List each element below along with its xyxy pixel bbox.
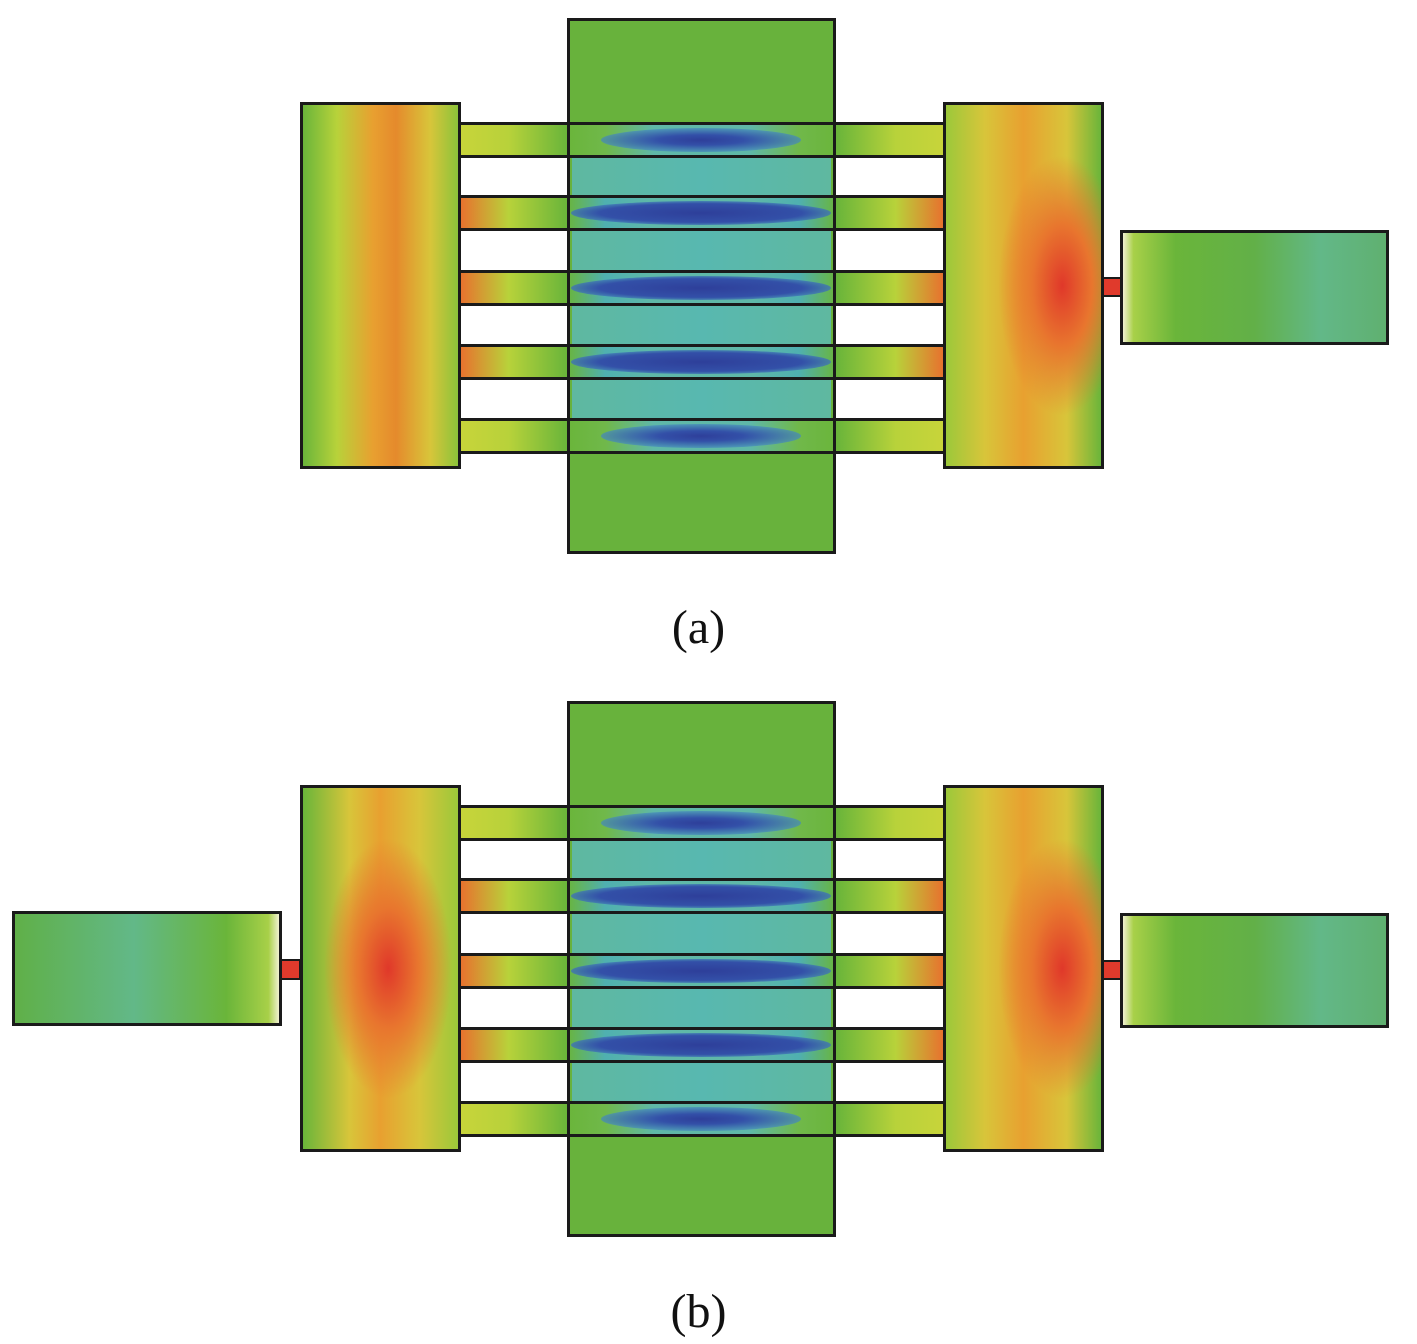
low-field-region — [601, 424, 801, 448]
right-resonator — [943, 785, 1104, 1152]
caption-a: (a) — [671, 601, 726, 654]
gap-field — [572, 380, 831, 418]
low-field-region — [571, 884, 831, 908]
panel-a — [300, 18, 1389, 554]
right-port — [1102, 960, 1122, 980]
low-field-region — [571, 1033, 831, 1057]
right-port — [1102, 277, 1122, 297]
gap-field — [572, 231, 831, 270]
low-field-region — [601, 128, 801, 152]
caption-b: (b) — [670, 1285, 727, 1338]
low-field-region — [601, 811, 801, 835]
low-field-region — [571, 276, 831, 300]
low-field-region — [571, 201, 831, 225]
gap-field — [572, 989, 831, 1027]
gap-field — [572, 306, 831, 344]
low-field-region — [571, 959, 831, 983]
left-port — [280, 959, 301, 980]
center-edge-left — [567, 18, 570, 554]
left-feed-line — [12, 911, 282, 1026]
gap-field — [572, 841, 831, 878]
center-edge-right — [833, 701, 836, 1237]
gap-field — [572, 1063, 831, 1101]
gap-field — [572, 914, 831, 953]
left-resonator — [300, 785, 461, 1152]
center-edge-left — [567, 701, 570, 1237]
gap-field — [572, 158, 831, 195]
center-edge-right — [833, 18, 836, 554]
low-field-region — [601, 1107, 801, 1131]
left-resonator — [300, 102, 461, 469]
low-field-region — [571, 350, 831, 374]
right-feed-line — [1120, 913, 1389, 1028]
right-feed-line — [1120, 230, 1389, 345]
